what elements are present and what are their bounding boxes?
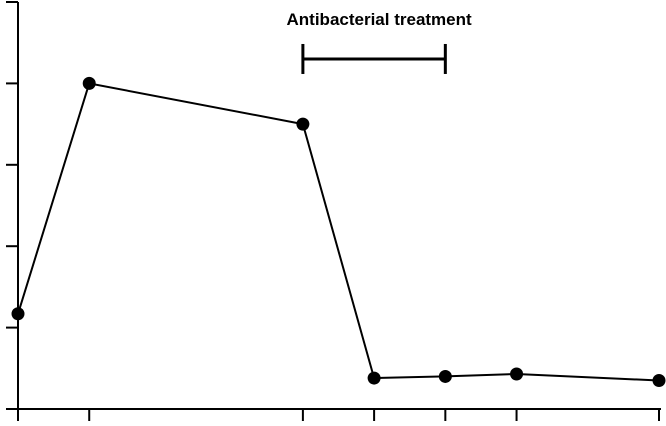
series-group (11, 76, 666, 388)
series-line (17, 82, 660, 382)
data-point (11, 307, 25, 321)
data-point (82, 76, 96, 90)
axes (6, 1, 661, 421)
data-point (510, 367, 524, 381)
data-point (652, 374, 666, 388)
data-point (438, 369, 452, 383)
data-point (367, 371, 381, 385)
annotations-group: Antibacterial treatment (287, 10, 472, 74)
annotation-label: Antibacterial treatment (287, 10, 472, 29)
data-point (296, 117, 310, 131)
